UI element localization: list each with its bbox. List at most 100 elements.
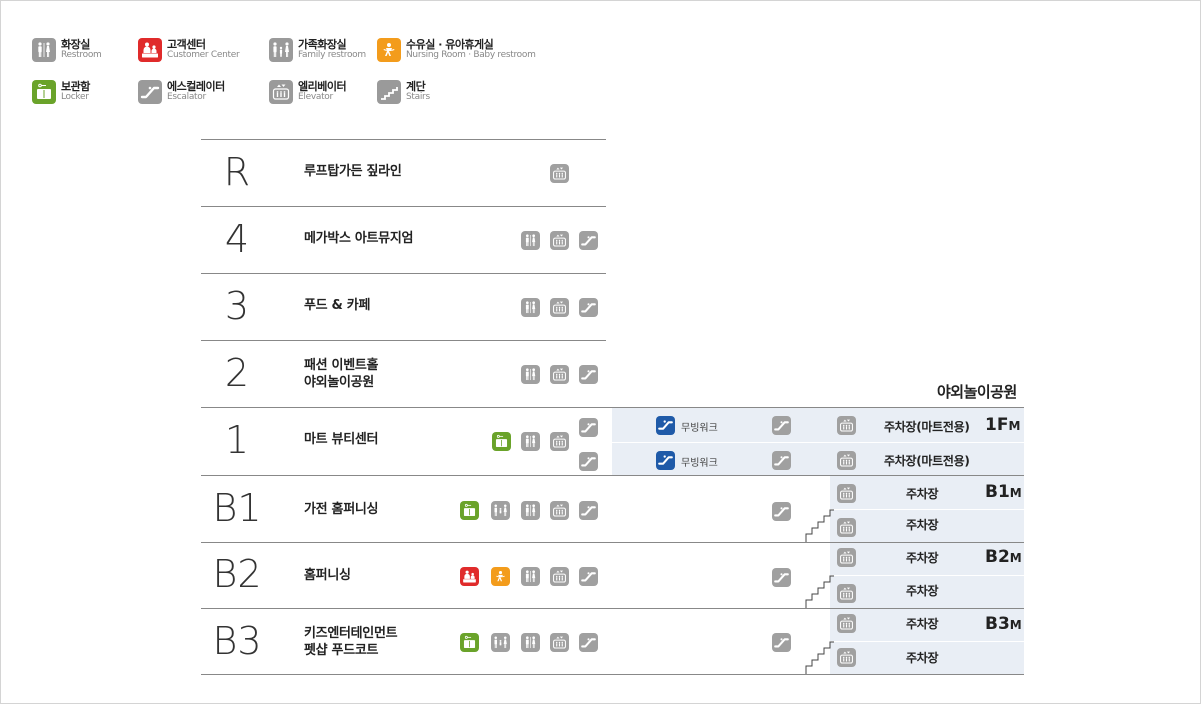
parking-floor-main: B1 [985, 482, 1010, 502]
restroom-icon [521, 365, 540, 384]
parking-label: 주차장 [906, 651, 939, 665]
floor-name-line: 루프탑가든 짚라인 [304, 164, 402, 179]
escalator-icon [579, 567, 598, 586]
escalator-icon [138, 80, 162, 104]
floor-name-r: 루프탑가든 짚라인 [304, 163, 402, 180]
moving-walk-band [612, 408, 830, 475]
moving-walk-icon [656, 451, 675, 470]
divider [830, 575, 1024, 576]
moving-walk-label: 무빙워크 [681, 423, 718, 434]
elevator-icon [837, 648, 856, 667]
customer-center-icon [138, 38, 162, 62]
locker-icon [460, 501, 479, 520]
parking-floor-b3: B3M [985, 614, 1022, 634]
floor-name-b1: 가전 홈퍼니싱 [304, 501, 378, 518]
restroom-icon [521, 567, 540, 586]
moving-walk-icon [656, 416, 675, 435]
escalator-icon [579, 452, 598, 471]
floor-name-line: 키즈엔터테인먼트 [304, 626, 398, 641]
escalator-icon [772, 451, 791, 470]
floor-name-line: 메가박스 아트뮤지엄 [304, 231, 414, 246]
escalator-icon [579, 418, 598, 437]
divider [201, 206, 606, 207]
restroom-icon [521, 633, 540, 652]
floor-name-line: 가전 홈퍼니싱 [304, 502, 379, 517]
floor-name-line: 마트 뷰티센터 [304, 432, 379, 447]
legend-customer-center-ko: 고객센터 [167, 38, 206, 51]
elevator-icon [837, 451, 856, 470]
parking-label: 주차장 [906, 518, 939, 532]
parking-label: 주차장(마트전용) [884, 420, 970, 434]
floor-name-line: 홈퍼니싱 [304, 568, 351, 583]
floor-name-4: 메가박스 아트뮤지엄 [304, 230, 413, 247]
legend-restroom-ko: 화장실 [61, 38, 90, 51]
legend-stairs-en: Stairs [406, 92, 430, 102]
floor-label-b1: B1 [212, 486, 262, 530]
floor-name-line: 패션 이벤트홀 [304, 358, 379, 373]
family-restroom-icon [491, 633, 510, 652]
elevator-icon [837, 416, 856, 435]
family-restroom-icon [269, 38, 293, 62]
legend-family-restroom-en: Family restroom [298, 50, 366, 60]
parking-floor-suffix: M [1009, 551, 1022, 565]
parking-label: 주차장 [906, 617, 939, 631]
restroom-icon [521, 432, 540, 451]
parking-floor-suffix: M [1008, 419, 1021, 433]
stairs-connector [805, 575, 834, 608]
locker-icon [460, 633, 479, 652]
stairs-connector [805, 641, 834, 674]
elevator-icon [269, 80, 293, 104]
escalator-icon [772, 568, 791, 587]
elevator-icon [550, 231, 569, 250]
legend-escalator-en: Escalator [167, 92, 206, 102]
floor-label-2: 2 [224, 351, 250, 395]
divider [201, 340, 606, 341]
floor-label-1: 1 [224, 418, 250, 462]
divider [830, 641, 1024, 642]
legend-restroom-en: Restroom [61, 50, 102, 60]
nursing-room-icon [491, 567, 510, 586]
legend-locker-ko: 보관함 [61, 80, 90, 93]
moving-walk-label: 무빙워크 [681, 458, 718, 469]
floor-name-line: 야외놀이공원 [304, 375, 374, 390]
escalator-icon [579, 633, 598, 652]
elevator-icon [550, 164, 569, 183]
parking-floor-main: B3 [985, 614, 1010, 634]
divider [830, 509, 1024, 510]
elevator-icon [837, 548, 856, 567]
floor-label-b2: B2 [212, 552, 262, 596]
floor-label-3: 3 [224, 284, 250, 328]
escalator-icon [579, 231, 598, 250]
legend-nursing-room-ko: 수유실 · 유아휴게실 [406, 38, 494, 51]
floor-label-4: 4 [224, 217, 250, 261]
restroom-icon [521, 501, 540, 520]
elevator-icon [550, 567, 569, 586]
divider [201, 139, 606, 140]
stairs-connector [805, 509, 834, 542]
divider [201, 273, 606, 274]
legend-elevator-en: Elevator [298, 92, 333, 102]
parking-label: 주차장(마트전용) [884, 454, 970, 468]
divider [201, 674, 1024, 675]
parking-label: 주차장 [906, 584, 939, 598]
elevator-icon [550, 365, 569, 384]
elevator-icon [837, 614, 856, 633]
floor-name-1: 마트 뷰티센터 [304, 431, 378, 448]
legend-elevator-ko: 엘리베이터 [298, 80, 347, 93]
locker-icon [492, 432, 511, 451]
escalator-icon [772, 502, 791, 521]
divider [201, 608, 1024, 609]
elevator-icon [550, 432, 569, 451]
parking-floor-b2: B2M [985, 547, 1022, 567]
floor-name-line: 푸드 & 카페 [304, 298, 371, 313]
elevator-icon [550, 298, 569, 317]
locker-icon [32, 80, 56, 104]
